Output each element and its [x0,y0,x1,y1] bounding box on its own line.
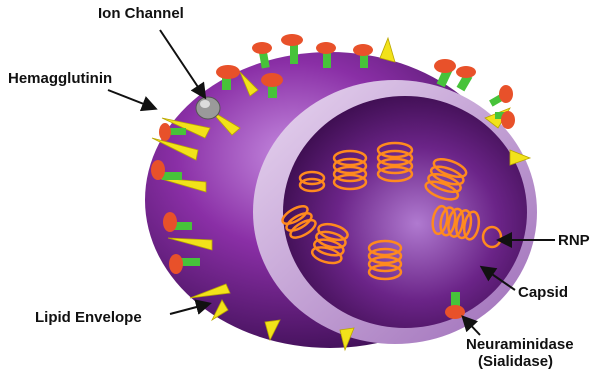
ion-channel-arrow [160,30,204,96]
lipid-envelope-arrow [170,304,208,314]
hemagglutinin-arrow [108,90,154,108]
ion-channel-label: Ion Channel [98,5,184,22]
neuraminidase-protein [252,42,272,69]
rnp-label: RNP [558,232,590,249]
capsid-label: Capsid [518,284,568,301]
neuraminidase-protein [456,66,476,91]
neuraminidase-protein [434,59,456,87]
lipid-envelope-label: Lipid Envelope [35,309,142,326]
neuraminidase-protein [489,85,513,107]
sialidase-label: (Sialidase) [478,353,553,370]
hemagglutinin-label: Hemagglutinin [8,70,112,87]
neuraminidase-label: Neuraminidase [466,336,574,353]
ion-channel [196,97,220,119]
virus-interior [283,96,527,328]
